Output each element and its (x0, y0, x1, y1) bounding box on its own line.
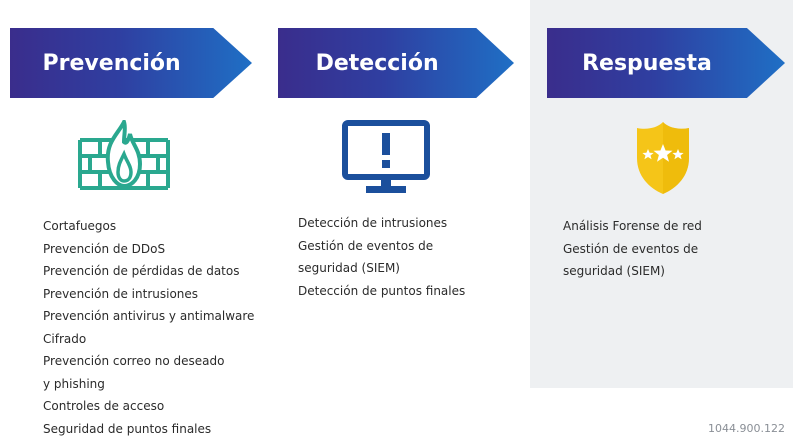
response-arrow: Respuesta (547, 28, 785, 98)
prevention-item-list: Cortafuegos Prevención de DDoS Prevenció… (43, 215, 283, 440)
list-item: Prevención de intrusiones (43, 286, 199, 301)
list-item: Prevención de DDoS (43, 241, 166, 256)
response-title: Respuesta (582, 50, 712, 76)
list-item: Gestión de eventos de (298, 238, 434, 253)
list-item: y phishing (43, 376, 105, 391)
list-item: Detección de puntos finales (298, 283, 466, 298)
list-item: Prevención antivirus y antimalware (43, 309, 255, 323)
response-item-list: Análisis Forense de red Gestión de event… (563, 215, 783, 283)
reference-code: 1044.900.122 (708, 422, 785, 435)
list-item: Cifrado (43, 331, 87, 346)
detection-arrow: Detección (278, 28, 514, 98)
list-item: seguridad (SIEM) (563, 264, 665, 278)
monitor-alert-icon (342, 120, 430, 193)
list-item: Seguridad de puntos finales (43, 421, 212, 436)
list-item: seguridad (SIEM) (298, 261, 400, 275)
prevention-arrow: Prevención (10, 28, 252, 98)
detection-title: Detección (315, 50, 439, 76)
list-item: Cortafuegos (43, 219, 117, 233)
list-item: Prevención correo no deseado (43, 354, 225, 368)
prevention-title: Prevención (42, 50, 181, 76)
list-item: Detección de intrusiones (298, 216, 448, 230)
firewall-flame-icon (78, 120, 170, 190)
list-item: Análisis Forense de red (563, 219, 702, 233)
detection-item-list: Detección de intrusiones Gestión de even… (298, 212, 518, 302)
list-item: Prevención de pérdidas de datos (43, 264, 240, 278)
list-item: Controles de acceso (43, 399, 165, 413)
shield-stars-icon (637, 122, 689, 194)
list-item: Gestión de eventos de (563, 241, 699, 256)
